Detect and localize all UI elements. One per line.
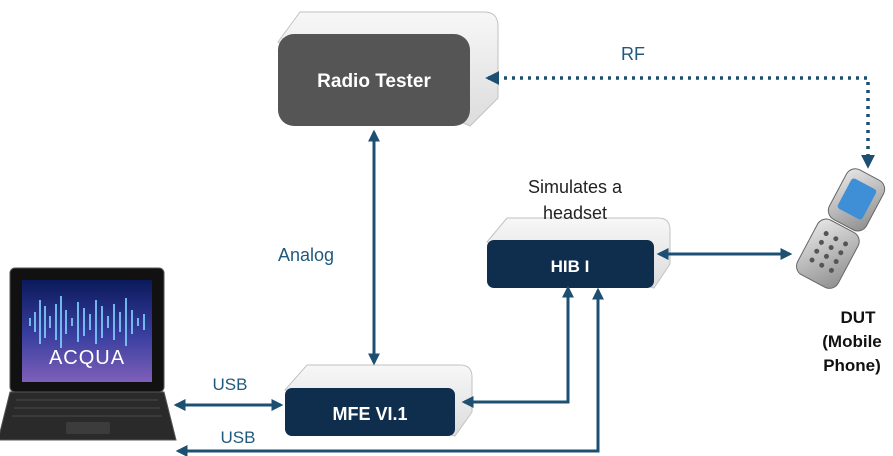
waveform-icon — [29, 296, 145, 348]
analog-label: Analog — [278, 245, 334, 265]
hib-note-line1: Simulates a — [528, 177, 623, 197]
radio-tester-label: Radio Tester — [317, 71, 431, 92]
rf-link — [485, 71, 875, 169]
laptop-icon: ACQUA — [0, 267, 177, 441]
radio-tester-box: Radio Tester — [277, 11, 499, 127]
usb-hib-link — [175, 287, 604, 456]
rf-label: RF — [621, 44, 645, 64]
dut-label-line3: Phone) — [823, 356, 881, 375]
dut-label-line1: DUT — [841, 308, 877, 327]
mfe-hib-link — [461, 285, 574, 408]
usb-hib-label: USB — [221, 428, 256, 447]
phone-screen — [837, 178, 877, 220]
hib-note-line2: headset — [543, 203, 607, 223]
mfe-label: MFE VI.1 — [332, 404, 407, 424]
laptop-screen-text: ACQUA — [49, 347, 125, 369]
hib-label: HIB I — [551, 257, 590, 276]
laptop-screen — [22, 280, 152, 382]
hib-box: HIB I — [486, 217, 671, 289]
mfe-box: MFE VI.1 — [284, 364, 473, 437]
laptop-touchpad — [66, 422, 110, 434]
dut-label-line2: (Mobile — [822, 332, 882, 351]
usb-mfe-label: USB — [213, 375, 248, 394]
mobile-phone-icon — [796, 168, 886, 289]
